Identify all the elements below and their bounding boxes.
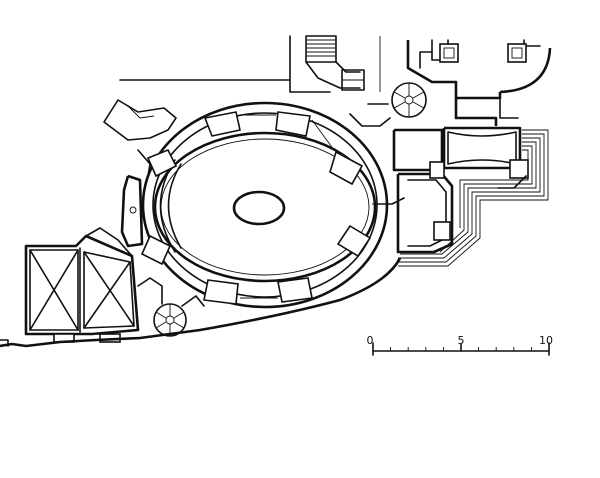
upper-right-pavilion xyxy=(406,39,552,126)
ground-line xyxy=(0,257,402,348)
hall-niches xyxy=(140,111,372,305)
left-annex xyxy=(103,99,177,248)
right-side-rooms xyxy=(375,126,529,254)
spiral-staircase-upper xyxy=(349,82,427,127)
scale-label-10: 10 xyxy=(539,334,553,347)
lower-left-building xyxy=(24,227,163,343)
scale-label-0: 0 xyxy=(367,334,374,347)
spiral-staircase-lower xyxy=(153,295,205,337)
scale-label-5: 5 xyxy=(458,334,465,347)
stepped-terraces xyxy=(398,129,549,267)
straight-staircase xyxy=(305,35,365,91)
scale-bar: 0 5 10 xyxy=(367,334,553,356)
upper-building-outline xyxy=(119,35,381,93)
oval-hall xyxy=(140,101,392,309)
